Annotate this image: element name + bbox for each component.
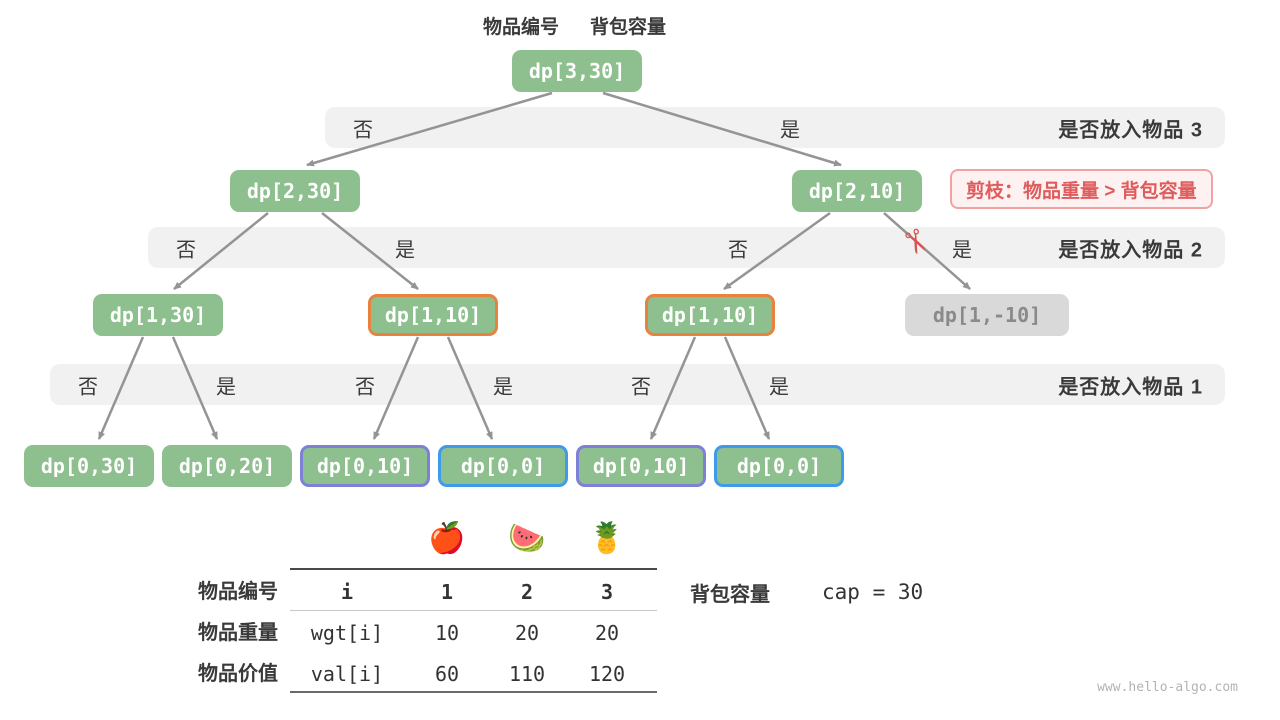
band-title-item-2: 是否放入物品 2: [1058, 239, 1203, 261]
table-rule-top: [290, 568, 657, 570]
item-id-label: 物品编号: [482, 17, 560, 38]
weight-2: 20: [514, 621, 540, 645]
tree-node-dp-1-10-overlap: dp[1,10]: [368, 294, 498, 336]
capacity-note-label: 背包容量: [690, 583, 770, 606]
tree-node-dp-0-10-overlap: dp[0,10]: [300, 445, 430, 487]
band-title-item-3: 是否放入物品 3: [1058, 119, 1203, 141]
row-label-weight: 物品重量: [198, 622, 278, 644]
tree-edge: [171, 336, 219, 440]
item-id-3: 3: [600, 580, 614, 604]
value-key: val[i]: [310, 662, 384, 686]
choice-yes-label: 是: [395, 239, 415, 261]
tree-edge: [321, 212, 419, 290]
row-label-value: 物品价值: [198, 663, 278, 685]
tree-edge: [723, 336, 771, 440]
tree-node-dp-0-30: dp[0,30]: [24, 445, 154, 487]
weight-1: 10: [434, 621, 460, 645]
choice-no-label: 否: [353, 119, 373, 141]
tree-edge: [649, 336, 697, 440]
pruning-note: 剪枝：物品重量 > 背包容量: [950, 169, 1213, 209]
row-label-item-id: 物品编号: [198, 581, 278, 603]
tree-edge: [372, 336, 420, 440]
choice-yes-label: 是: [769, 376, 789, 398]
tree-node-dp-0-0-overlap: dp[0,0]: [438, 445, 568, 487]
tree-node-dp-1-30: dp[1,30]: [93, 294, 223, 336]
tree-node-dp-1-neg10-pruned: dp[1,-10]: [905, 294, 1069, 336]
choice-no-label: 否: [355, 376, 375, 398]
capacity-label: 背包容量: [589, 17, 667, 38]
choice-no-label: 否: [631, 376, 651, 398]
choice-yes-label: 是: [780, 119, 800, 141]
choice-yes-label: 是: [216, 376, 236, 398]
decision-band-item-2: 否 是 否 是 是否放入物品 2: [148, 227, 1225, 268]
tree-edge: [723, 211, 831, 291]
watermelon-icon: 🍉: [508, 521, 546, 556]
tree-node-dp-0-20: dp[0,20]: [162, 445, 292, 487]
item-id-2: 2: [520, 580, 534, 604]
decision-band-item-3: 否 是 是否放入物品 3: [325, 107, 1225, 148]
apple-icon: 🍎: [428, 521, 466, 556]
tree-node-dp-2-30: dp[2,30]: [230, 170, 360, 212]
tree-node-dp-2-10: dp[2,10]: [792, 170, 922, 212]
table-rule-mid: [290, 610, 657, 611]
watermark: www.hello-algo.com: [1097, 680, 1238, 695]
item-id-1: 1: [440, 580, 454, 604]
choice-no-label: 否: [176, 239, 196, 261]
pineapple-icon: 🍍: [588, 521, 626, 556]
choice-yes-label: 是: [952, 239, 972, 261]
col-header-i: i: [340, 580, 354, 604]
tree-edge: [97, 336, 145, 440]
band-title-item-1: 是否放入物品 1: [1058, 376, 1203, 398]
capacity-note-value: cap = 30: [822, 580, 924, 604]
tree-edge: [306, 91, 553, 167]
tree-edge: [602, 91, 842, 167]
tree-node-dp-3-30: dp[3,30]: [512, 50, 642, 92]
tree-edge: [173, 212, 269, 290]
value-3: 120: [588, 662, 626, 686]
choice-no-label: 否: [78, 376, 98, 398]
value-1: 60: [434, 662, 460, 686]
tree-node-dp-0-10-overlap: dp[0,10]: [576, 445, 706, 487]
value-2: 110: [508, 662, 546, 686]
choice-no-label: 否: [728, 239, 748, 261]
decision-band-item-1: 否 是 否 是 否 是 是否放入物品 1: [50, 364, 1225, 405]
tree-node-dp-0-0-overlap: dp[0,0]: [714, 445, 844, 487]
tree-node-dp-1-10-overlap: dp[1,10]: [645, 294, 775, 336]
tree-edge: [446, 336, 494, 440]
capacity-note: 背包容量 cap = 30: [690, 574, 923, 610]
choice-yes-label: 是: [493, 376, 513, 398]
table-rule-bottom: [290, 691, 657, 693]
weight-key: wgt[i]: [310, 621, 384, 645]
weight-3: 20: [594, 621, 620, 645]
tree-edge: [883, 212, 971, 290]
